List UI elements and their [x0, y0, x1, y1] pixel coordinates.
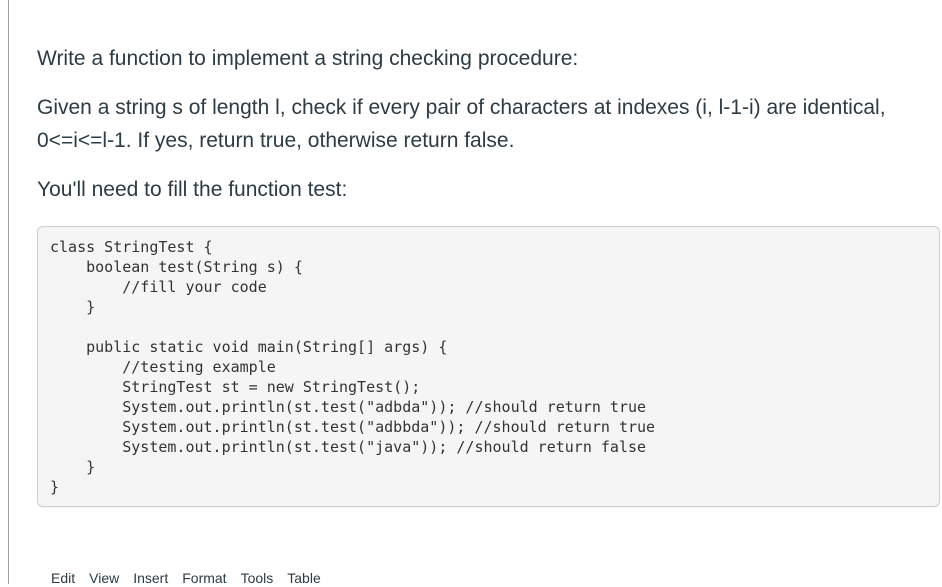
menu-view[interactable]: View	[89, 570, 120, 586]
content-panel: Write a function to implement a string c…	[8, 0, 942, 587]
menu-format[interactable]: Format	[182, 570, 227, 586]
question-paragraph-description: Given a string s of length l, check if e…	[37, 96, 886, 152]
question-paragraph-instruction: You'll need to fill the function test:	[37, 178, 348, 201]
question-body: Write a function to implement a string c…	[37, 0, 942, 507]
menu-table[interactable]: Table	[287, 570, 321, 586]
menu-insert[interactable]: Insert	[133, 570, 169, 586]
menu-edit[interactable]: Edit	[51, 570, 76, 586]
editor-menubar: Edit View Insert Format Tools Table	[51, 569, 321, 587]
menu-tools[interactable]: Tools	[240, 570, 274, 586]
code-block: class StringTest { boolean test(String s…	[37, 226, 940, 507]
question-paragraph-intro: Write a function to implement a string c…	[37, 47, 579, 70]
